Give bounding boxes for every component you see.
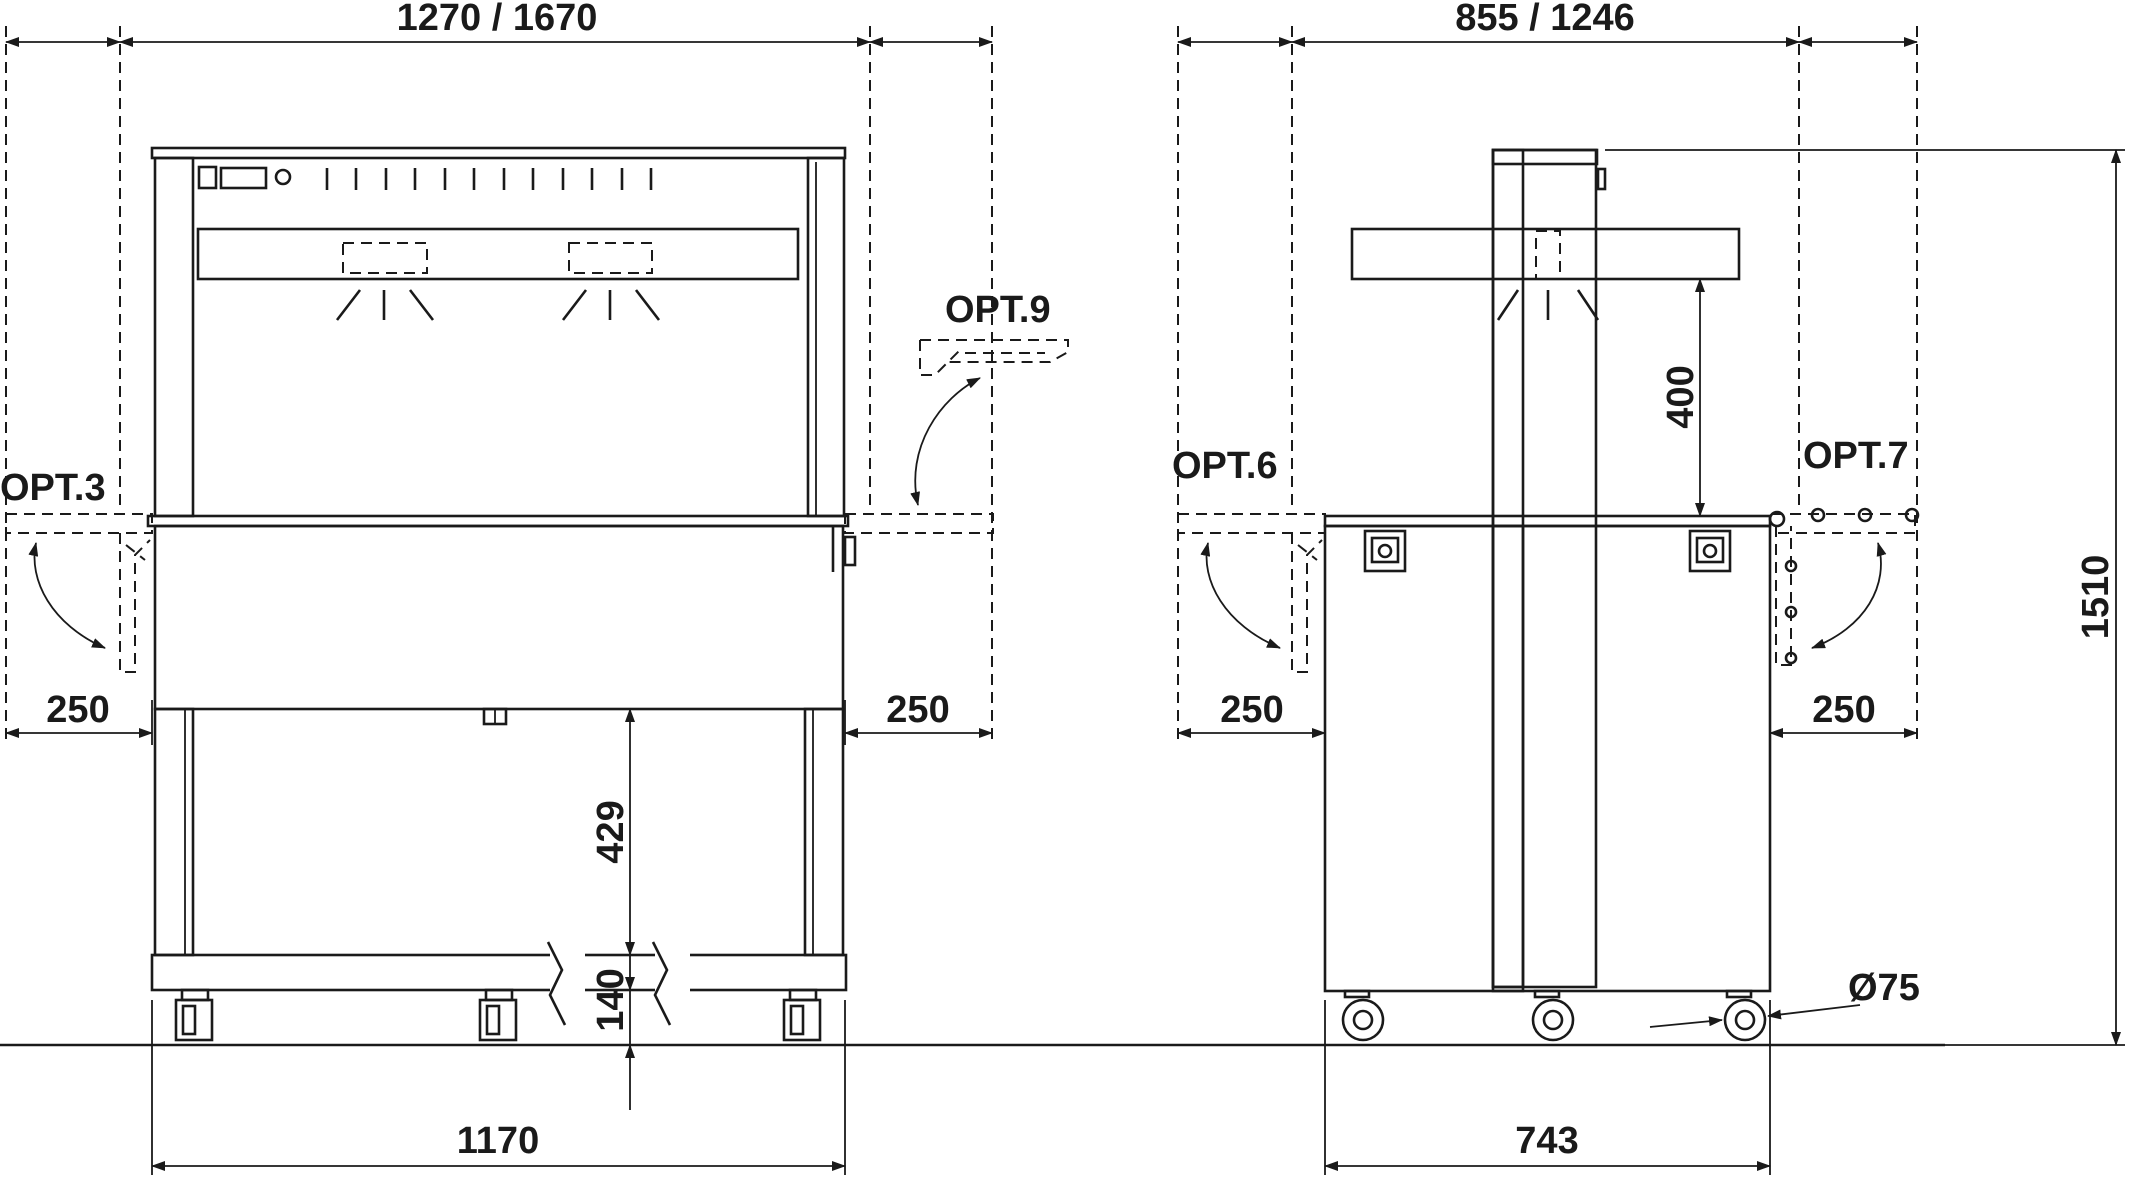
control-ticks: [325, 168, 653, 190]
side-view: [1177, 148, 1920, 1042]
front-base-width-label: 1170: [457, 1120, 539, 1162]
opt3-label: OPT.3: [0, 467, 106, 509]
front-shelf-right-label: 250: [886, 689, 949, 731]
option-labels: OPT.3 OPT.9 OPT.6 OPT.7: [0, 289, 1909, 509]
dimension-labels: 1270 / 1670 855 / 1246 250 250 250 250 1…: [46, 0, 2117, 1162]
total-height-label: 1510: [2075, 555, 2117, 640]
side-base-width-label: 743: [1515, 1120, 1578, 1162]
side-shelf-right-label: 250: [1812, 689, 1875, 731]
front-width-label: 1270 / 1670: [397, 0, 598, 39]
front-shelf-left-label: 250: [46, 689, 109, 731]
opt9-label: OPT.9: [945, 289, 1051, 331]
gantry-height-label: 400: [1660, 365, 1702, 428]
dimension-lines: [5, 26, 2125, 1175]
opt6-label: OPT.6: [1172, 445, 1278, 487]
opt7-label: OPT.7: [1803, 435, 1909, 477]
front-view: [5, 146, 1069, 1042]
under-clearance-label: 429: [590, 800, 632, 863]
side-width-label: 855 / 1246: [1455, 0, 1635, 39]
bottom-clearance-label: 140: [590, 968, 632, 1031]
caster-diameter-label: Ø75: [1848, 967, 1920, 1009]
side-shelf-left-label: 250: [1220, 689, 1283, 731]
